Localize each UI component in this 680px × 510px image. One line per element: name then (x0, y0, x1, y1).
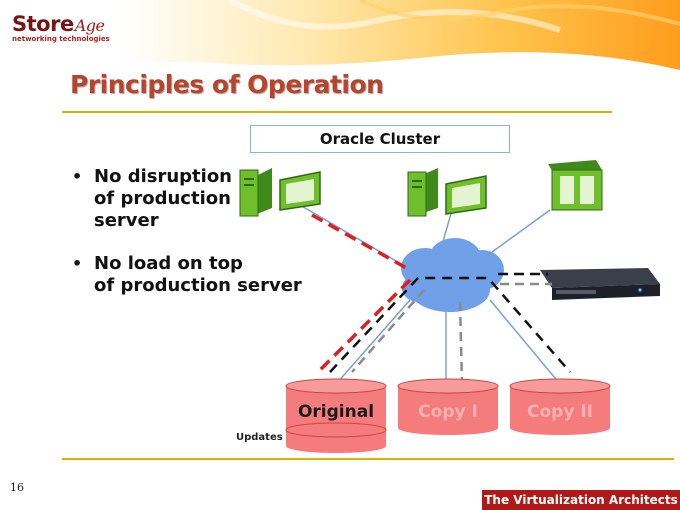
db-copy1-label: Copy I (418, 402, 478, 422)
dashed-grey-copy1 (458, 301, 464, 385)
server-1 (239, 168, 321, 217)
updates-label: Updates (236, 432, 283, 443)
bottom-divider (62, 458, 674, 460)
link-cloud-copy2 (489, 299, 561, 385)
bullet-list: •No disruption of production server •No … (72, 166, 302, 318)
server-3 (548, 160, 603, 211)
storeage-logo: StoreAge networking technologies (12, 12, 110, 43)
page-number: 16 (10, 481, 24, 494)
dashed-black-path-original (329, 276, 571, 373)
footer-banner: The Virtualization Architects (482, 490, 680, 510)
logo-brand-suffix: Age (74, 16, 105, 35)
network-cloud (401, 238, 504, 312)
db-original-cylinder (285, 378, 387, 453)
logo-tagline: networking technologies (12, 35, 110, 43)
bullet-text-1: No disruption of production server (94, 166, 232, 231)
dashed-red-upper (311, 213, 411, 272)
title-divider (62, 111, 612, 113)
bullet-text-2: No load on top of production server (94, 253, 302, 296)
link-cloud-original (335, 299, 411, 385)
server-2 (407, 168, 487, 217)
link-server1-cloud (299, 204, 409, 269)
logo-wordmark: StoreAge (12, 12, 110, 36)
db-original-label: Original (297, 402, 375, 422)
link-server3-cloud (491, 209, 551, 253)
header-band (0, 0, 680, 70)
slide-title: Principles of Operation (70, 70, 384, 99)
db-copy1-cylinder (397, 378, 499, 435)
bullet-item: •No disruption of production server (72, 166, 232, 231)
dashed-red-lower (316, 278, 412, 374)
db-copy2-label: Copy II (527, 402, 593, 422)
dashed-grey-original (351, 289, 425, 373)
db-copy2-cylinder (509, 378, 611, 435)
oracle-cluster-label: Oracle Cluster (250, 125, 510, 153)
bullet-item: •No load on top of production server (72, 253, 302, 296)
storage-appliance (540, 268, 660, 300)
logo-brand: Store (12, 12, 74, 36)
